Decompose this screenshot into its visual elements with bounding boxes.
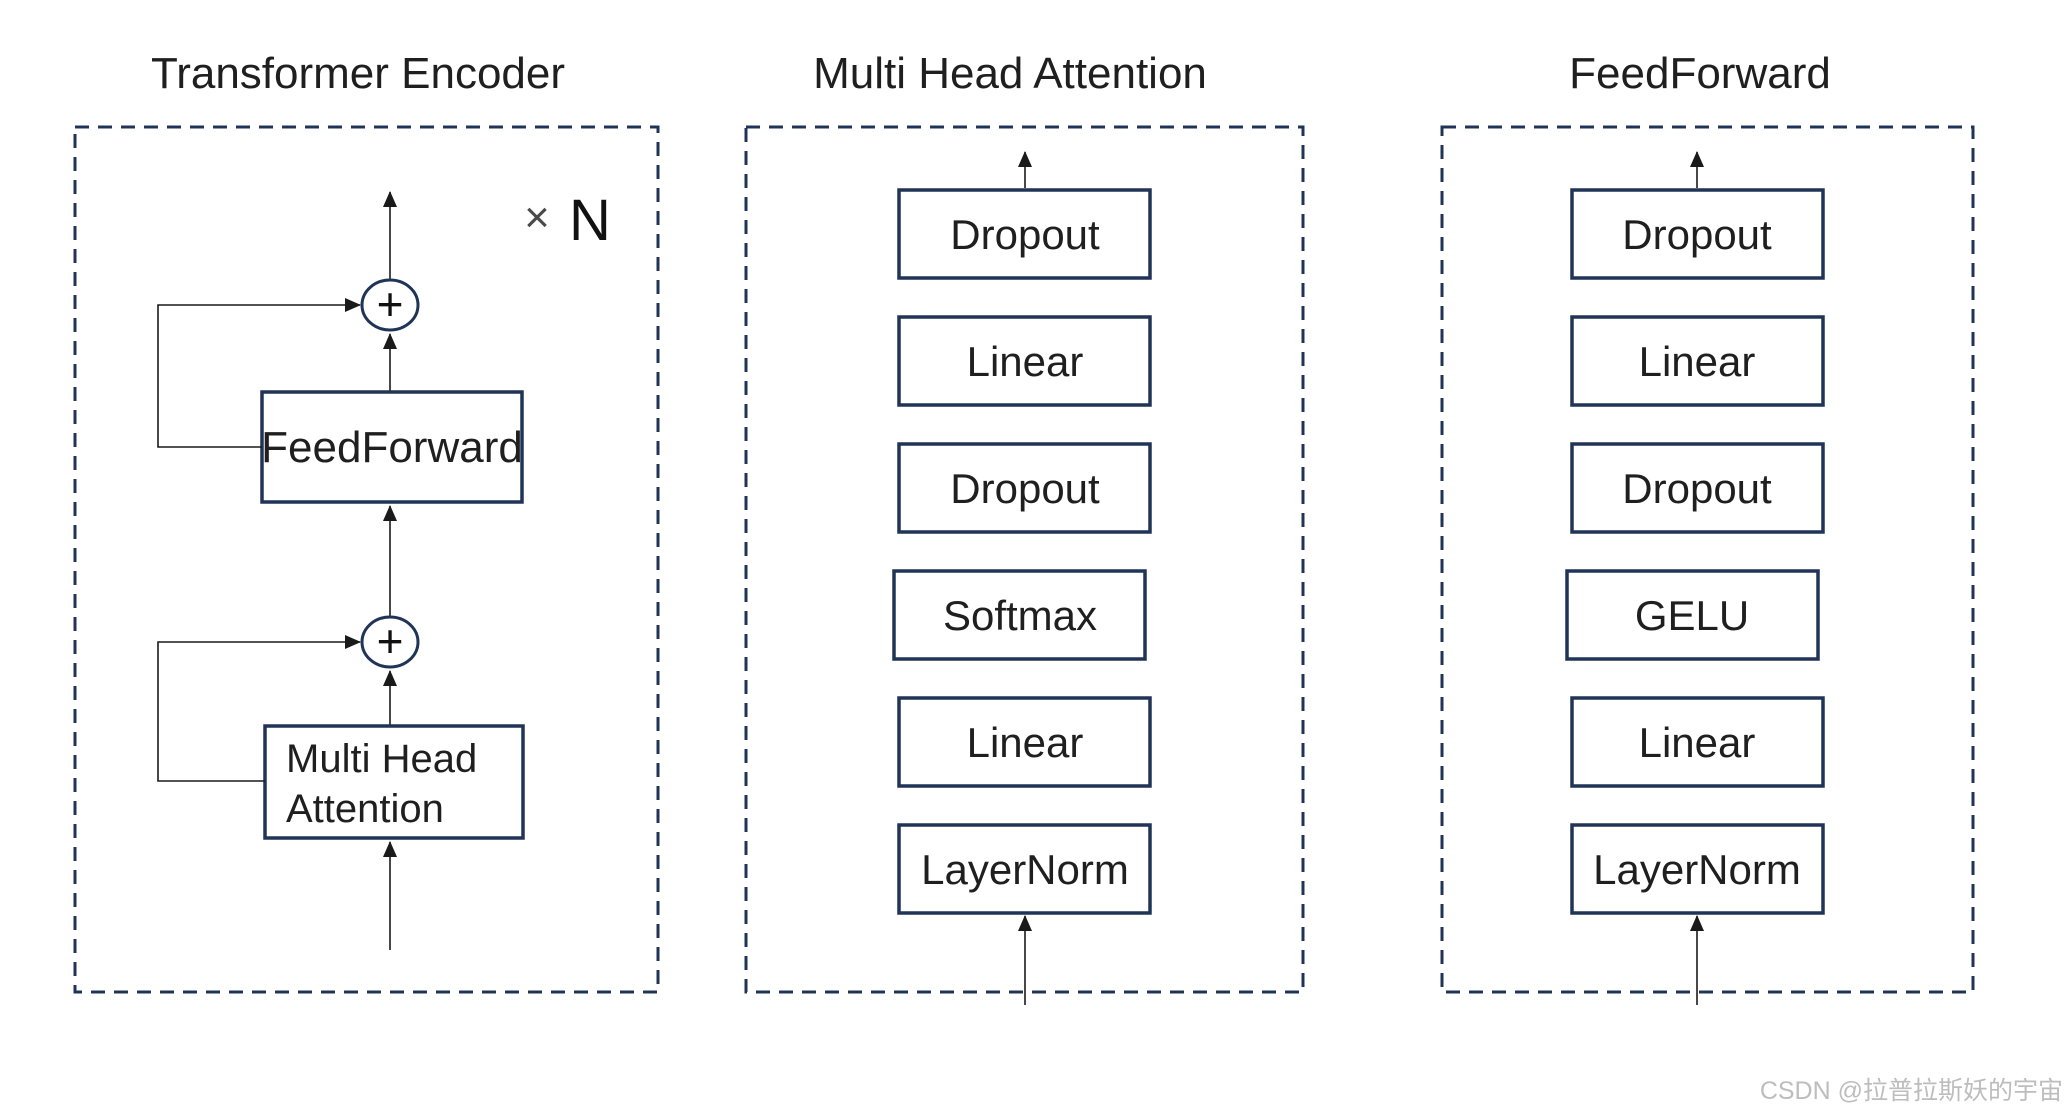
mha-layer-label: Dropout xyxy=(950,465,1100,512)
mha-layer-linear-2: Linear xyxy=(897,696,1152,788)
mha-layer-label: Softmax xyxy=(943,592,1097,639)
mha-layer-label: Dropout xyxy=(950,211,1100,258)
mha-box-label-line2: Attention xyxy=(286,787,444,831)
ff-layer-label: GELU xyxy=(1635,592,1749,639)
ff-layer-linear-1: Linear xyxy=(1570,315,1825,407)
mha-layer-dropout-2: Dropout xyxy=(897,442,1152,534)
multi-head-attention-box xyxy=(263,724,525,840)
mha-box-label-line1: Multi Head xyxy=(286,737,477,781)
ff-layer-layernorm: LayerNorm xyxy=(1570,823,1825,915)
encoder-panel-dashed-border xyxy=(73,125,660,994)
mha-panel-dashed-border xyxy=(744,125,1305,994)
ff-layer-label: Dropout xyxy=(1622,211,1772,258)
ff-layer-label: Dropout xyxy=(1622,465,1772,512)
mha-layer-label: Linear xyxy=(967,719,1084,766)
mha-layer-dropout-1: Dropout xyxy=(897,188,1152,280)
plus-icon-bottom: + xyxy=(377,615,404,667)
residual-connection-mha xyxy=(157,635,361,782)
mha-layer-linear-1: Linear xyxy=(897,315,1152,407)
repeat-count-label: N xyxy=(569,188,611,253)
mha-layer-softmax: Softmax xyxy=(892,569,1147,661)
mha-layer-label: Linear xyxy=(967,338,1084,385)
mha-layer-layernorm: LayerNorm xyxy=(897,823,1152,915)
ff-layer-dropout-2: Dropout xyxy=(1570,442,1825,534)
ff-layer-label: Linear xyxy=(1639,719,1756,766)
mha-panel-title: Multi Head Attention xyxy=(813,49,1207,98)
encoder-panel-title: Transformer Encoder xyxy=(151,49,565,98)
feedforward-box-label: FeedForward xyxy=(261,423,523,472)
ff-layer-label: Linear xyxy=(1639,338,1756,385)
plus-icon-top: + xyxy=(377,278,404,330)
feedforward-box xyxy=(260,390,524,504)
feedforward-panel-title: FeedForward xyxy=(1569,49,1831,98)
ff-layer-label: LayerNorm xyxy=(1593,846,1801,893)
residual-add-circle-top xyxy=(360,278,420,332)
ff-layer-dropout-1: Dropout xyxy=(1570,188,1825,280)
ff-layer-linear-2: Linear xyxy=(1570,696,1825,788)
ff-layer-gelu: GELU xyxy=(1565,569,1820,661)
mha-layer-label: LayerNorm xyxy=(921,846,1129,893)
times-symbol: × xyxy=(524,193,550,242)
feedforward-panel-dashed-border xyxy=(1440,125,1975,994)
residual-add-circle-bottom xyxy=(360,615,420,669)
residual-connection-feedforward xyxy=(157,298,361,448)
watermark: CSDN @拉普拉斯妖的宇宙 xyxy=(1760,1077,2063,1105)
